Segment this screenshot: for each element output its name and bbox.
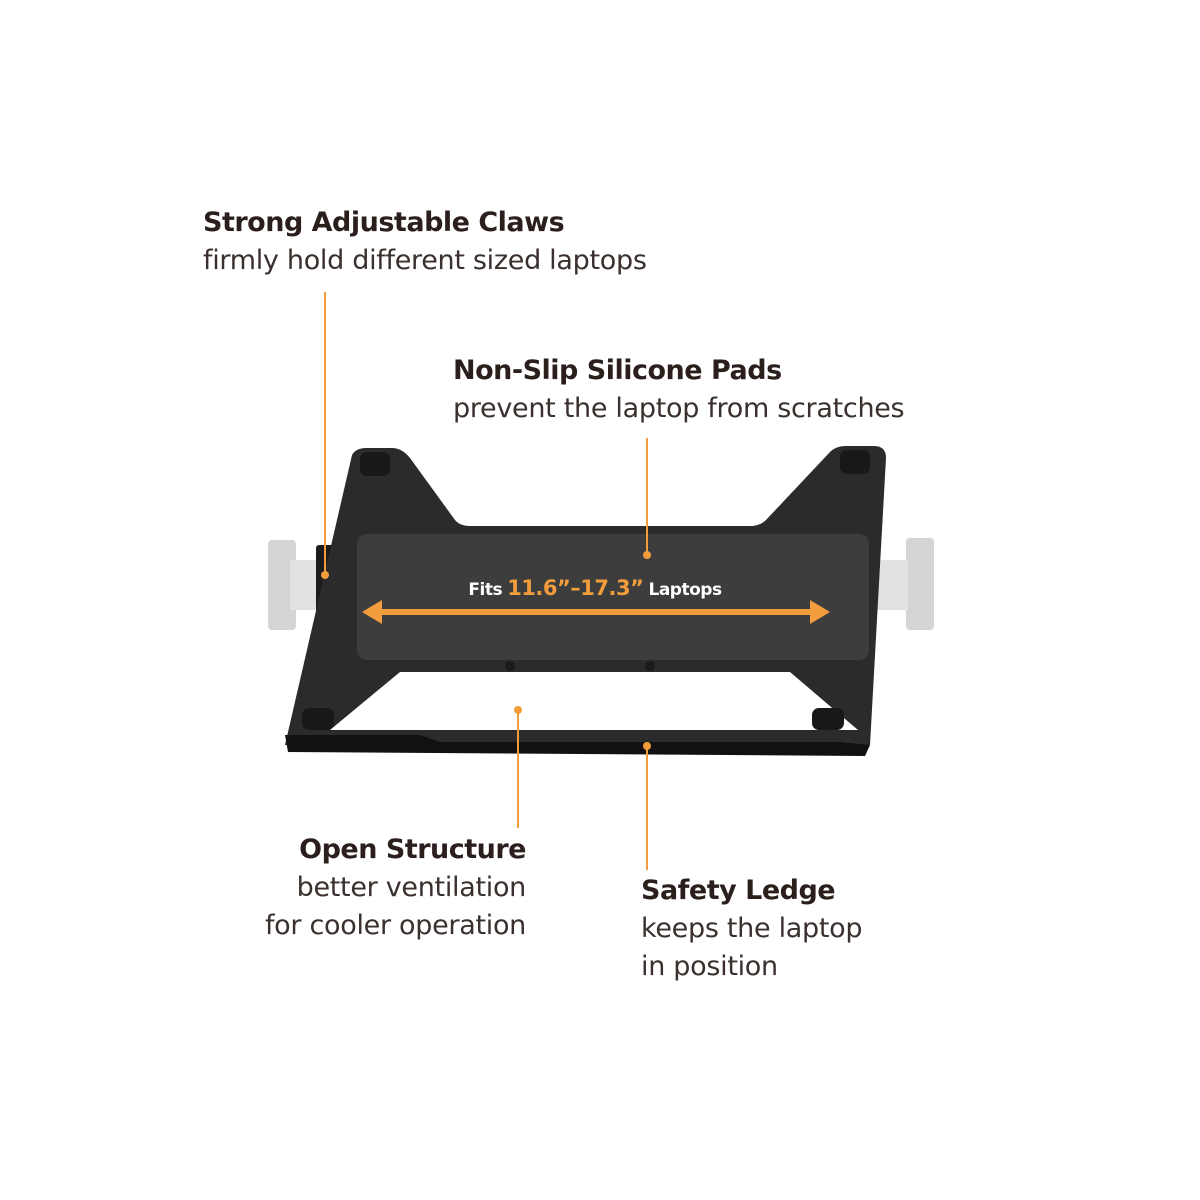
fit-suffix: Laptops bbox=[648, 580, 723, 600]
callout-text: in position bbox=[641, 951, 778, 982]
callout-safety-ledge: Safety Ledge keeps the laptop in positio… bbox=[641, 872, 863, 986]
fit-range: 11.6”–17.3” bbox=[507, 576, 644, 600]
callout-title: Strong Adjustable Claws bbox=[203, 207, 565, 238]
fit-prefix: Fits bbox=[468, 580, 503, 600]
callout-text: keeps the laptop bbox=[641, 913, 863, 944]
callout-text: firmly hold different sized laptops bbox=[203, 245, 647, 276]
callout-lines bbox=[321, 292, 651, 870]
width-arrow bbox=[362, 600, 830, 624]
silicone-pads bbox=[302, 450, 870, 730]
callout-text: prevent the laptop from scratches bbox=[453, 393, 905, 424]
fit-label: Fits 11.6”–17.3” Laptops bbox=[0, 576, 1200, 600]
ventilation-opening bbox=[330, 672, 858, 730]
callout-pads: Non-Slip Silicone Pads prevent the lapto… bbox=[453, 352, 905, 428]
callout-text: for cooler operation bbox=[264, 910, 526, 941]
callout-open-structure: Open Structure better ventilation for co… bbox=[264, 831, 527, 945]
callout-title: Open Structure bbox=[299, 834, 526, 865]
safety-ledge bbox=[285, 735, 870, 756]
callout-claws: Strong Adjustable Claws firmly hold diff… bbox=[203, 204, 647, 280]
center-panel bbox=[357, 534, 869, 660]
callout-text: better ventilation bbox=[296, 872, 527, 903]
callout-title: Safety Ledge bbox=[641, 875, 836, 906]
callout-title: Non-Slip Silicone Pads bbox=[453, 355, 782, 386]
